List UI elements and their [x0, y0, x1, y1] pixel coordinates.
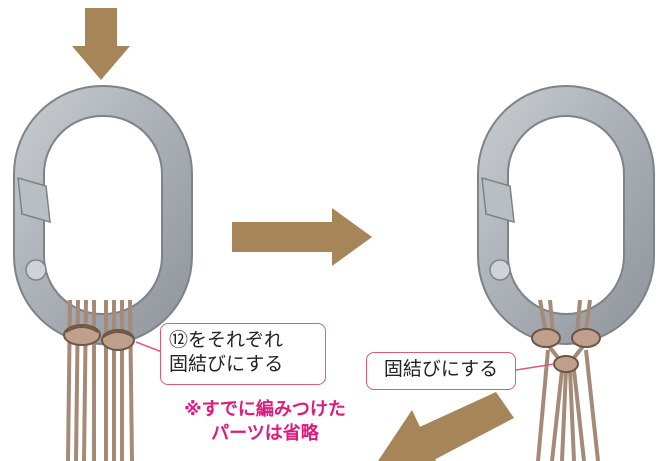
callout-left-line2: 固結びにする	[169, 353, 284, 375]
left-ring-icon	[13, 85, 193, 345]
down-arrow-icon	[72, 8, 130, 80]
diagonal-arrow-icon	[378, 392, 514, 461]
note-line2: パーツは省略	[211, 423, 319, 444]
callout-left-line1: ⑫をそれぞれ	[169, 329, 284, 351]
note-line1: ※すでに編みつけた	[184, 399, 346, 420]
right-ring-icon	[477, 85, 655, 345]
left-knot-left	[63, 324, 101, 346]
callout-right-text: 固結びにする	[383, 358, 499, 380]
note: ※すでに編みつけた パーツは省略	[150, 398, 380, 446]
left-knot-right	[101, 329, 135, 351]
callout-left: ⑫をそれぞれ 固結びにする	[160, 323, 326, 385]
right-knot-right	[571, 328, 601, 348]
right-arrow-icon	[232, 208, 372, 266]
callout-right: 固結びにする	[366, 352, 516, 390]
right-knot-center	[553, 355, 579, 373]
callout-right-pointer	[515, 363, 555, 371]
right-knot-left	[531, 328, 561, 348]
callout-left-pointer	[135, 341, 163, 353]
